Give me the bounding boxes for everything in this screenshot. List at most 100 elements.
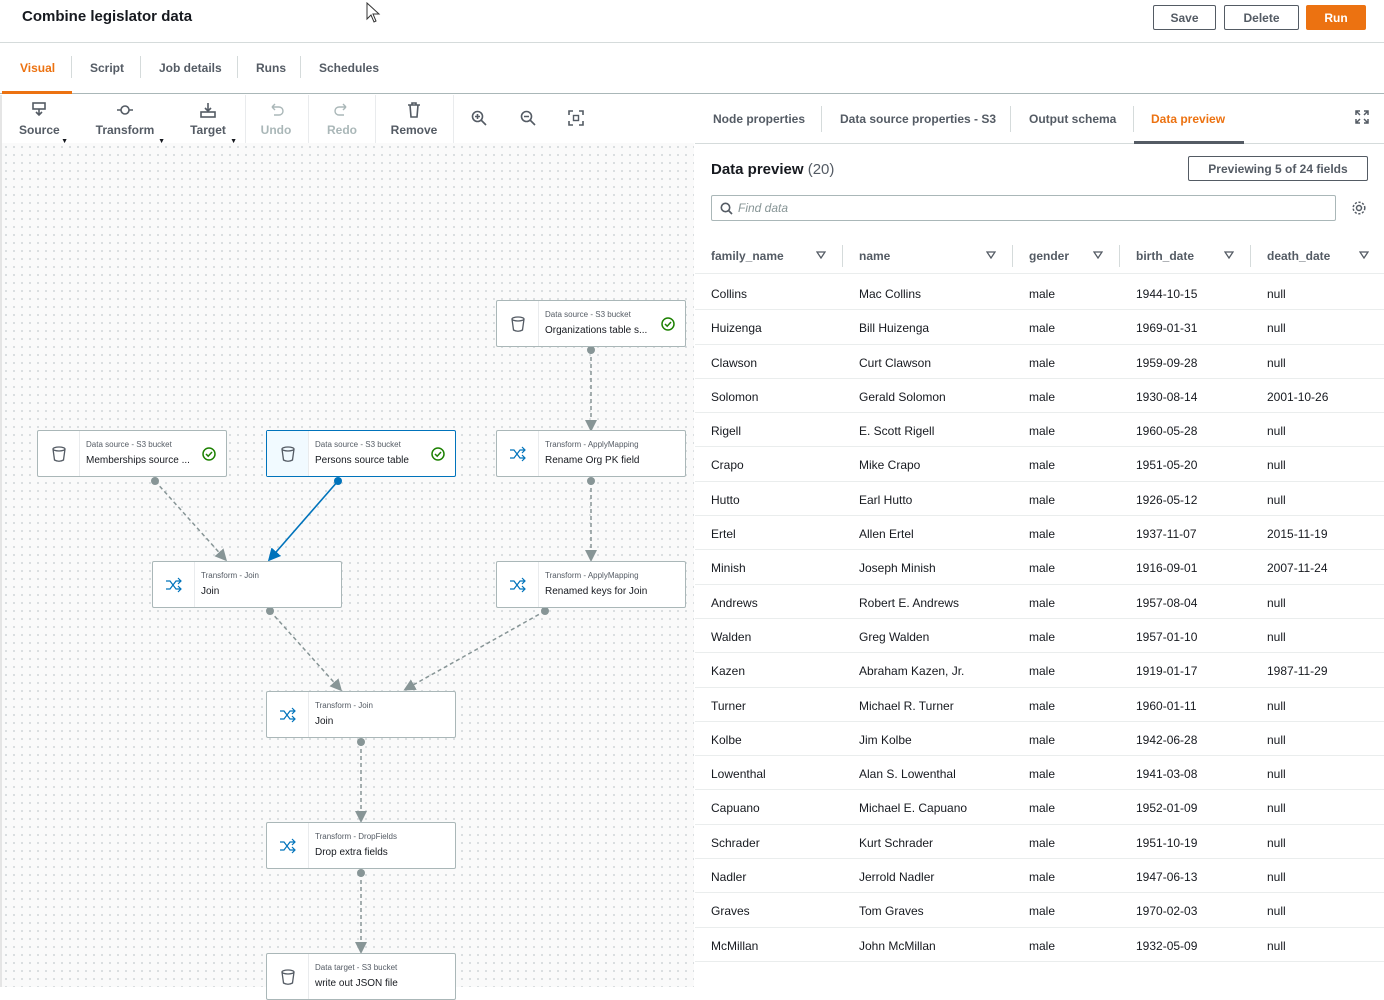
table-cell-death-date: null [1267,870,1286,885]
table-cell-family-name: Walden [711,629,752,644]
transform-menu-button[interactable]: Transform ▼ [94,101,165,145]
caret-down-icon: ▼ [230,138,237,145]
node-join-2[interactable]: Transform - Join Join [266,691,456,738]
expand-icon[interactable] [1355,110,1369,124]
zoom-in-icon[interactable] [471,110,487,126]
node-icon-box [267,692,309,737]
table-cell-death-date: null [1267,698,1286,713]
edge-organizations-to-rename [585,346,597,432]
table-cell-name: Gerald Solomon [859,389,946,404]
remove-button[interactable]: Remove [390,101,438,137]
sort-caret-icon[interactable] [816,251,826,259]
tab-script[interactable]: Script [90,61,125,75]
table-cell-death-date: null [1267,492,1286,507]
table-cell-family-name: Ertel [711,527,736,542]
shuffle-icon [279,707,296,722]
shuffle-icon [165,577,182,592]
tab-output-schema[interactable]: Output schema [1029,112,1117,126]
transform-icon [117,105,133,115]
redo-button[interactable]: Redo [325,101,359,137]
node-type: Transform - Join [315,701,373,710]
table-cell-birth-date: 1942-06-28 [1136,732,1198,747]
toolbar-divider [308,95,309,143]
node-memberships-source[interactable]: Data source - S3 bucket Memberships sour… [37,430,227,477]
table-cell-gender: male [1029,595,1056,610]
table-cell-family-name: Turner [711,698,746,713]
undo-button[interactable]: Undo [258,101,294,137]
target-menu-button[interactable]: Target ▼ [188,101,237,145]
table-cell-name: Joseph Minish [859,561,936,576]
search-icon [720,202,733,215]
source-menu-button[interactable]: Source ▼ [19,101,68,145]
column-header-death-date[interactable]: death_date [1267,249,1331,263]
table-cell-family-name: Kolbe [711,732,742,747]
tab-node-properties[interactable]: Node properties [713,112,806,126]
table-cell-birth-date: 1970-02-03 [1136,904,1198,919]
node-write-json-target[interactable]: Data target - S3 bucket write out JSON f… [266,953,456,1000]
sort-caret-icon[interactable] [1359,251,1369,259]
tab-data-source-properties[interactable]: Data source properties - S3 [840,112,997,126]
column-divider [842,245,843,267]
job-tabs: Visual Script Job details Runs Schedules [0,43,1384,94]
column-header-birth-date[interactable]: birth_date [1136,249,1195,263]
table-cell-family-name: Kazen [711,664,746,679]
fit-to-screen-icon[interactable] [568,110,584,126]
zoom-out-icon[interactable] [520,110,536,126]
run-button[interactable]: Run [1306,5,1366,30]
save-button[interactable]: Save [1153,5,1216,30]
tab-visual[interactable]: Visual [20,61,56,75]
graph-canvas[interactable]: Data source - S3 bucket Organizations ta… [2,143,694,1000]
edge-rename-to-renamed-keys [585,477,597,562]
find-data-field[interactable] [711,195,1336,221]
tab-divider [821,106,822,132]
previewing-fields-button[interactable]: Previewing 5 of 24 fields [1188,156,1368,181]
table-cell-name: Mike Crapo [859,458,921,473]
gear-icon[interactable] [1351,200,1367,216]
sort-caret-icon[interactable] [1093,251,1103,259]
node-join-1[interactable]: Transform - Join Join [152,561,342,608]
node-drop-fields[interactable]: Transform - DropFields Drop extra fields [266,822,456,869]
node-name: Memberships source ... [86,455,190,466]
node-organizations-source[interactable]: Data source - S3 bucket Organizations ta… [496,300,686,347]
node-rename-org-pk[interactable]: Transform - ApplyMapping Rename Org PK f… [496,430,686,477]
table-cell-name: E. Scott Rigell [859,424,935,439]
tab-job-details[interactable]: Job details [159,61,222,75]
tab-data-preview[interactable]: Data preview [1151,112,1226,126]
tab-divider [140,56,141,78]
edge-drop-to-target [355,869,367,954]
table-cell-death-date: null [1267,424,1286,439]
table-cell-family-name: Hutto [711,492,740,507]
node-type: Data target - S3 bucket [315,963,398,972]
table-cell-gender: male [1029,664,1056,679]
sort-caret-icon[interactable] [986,251,996,259]
table-cell-gender: male [1029,698,1056,713]
node-renamed-keys[interactable]: Transform - ApplyMapping Renamed keys fo… [496,561,686,608]
target-label: Target [190,123,226,137]
table-cell-birth-date: 1959-09-28 [1136,355,1198,370]
table-cell-family-name: Graves [711,904,750,919]
find-data-input[interactable] [738,199,1318,217]
tab-schedules[interactable]: Schedules [319,61,380,75]
caret-down-icon: ▼ [61,138,68,145]
undo-icon [271,103,284,116]
column-header-gender[interactable]: gender [1029,249,1070,263]
node-persons-source[interactable]: Data source - S3 bucket Persons source t… [266,430,456,477]
tab-divider [300,56,301,78]
table-cell-family-name: Nadler [711,870,747,885]
sort-caret-icon[interactable] [1224,251,1234,259]
table-cell-birth-date: 1947-06-13 [1136,870,1198,885]
table-cell-name: Jerrold Nadler [859,870,935,885]
table-cell-gender: male [1029,355,1056,370]
column-header-name[interactable]: name [859,249,891,263]
delete-button[interactable]: Delete [1224,5,1299,30]
shuffle-icon [279,838,296,853]
column-header-family-name[interactable]: family_name [711,249,784,263]
redo-label: Redo [327,123,357,137]
tab-runs[interactable]: Runs [256,61,286,75]
